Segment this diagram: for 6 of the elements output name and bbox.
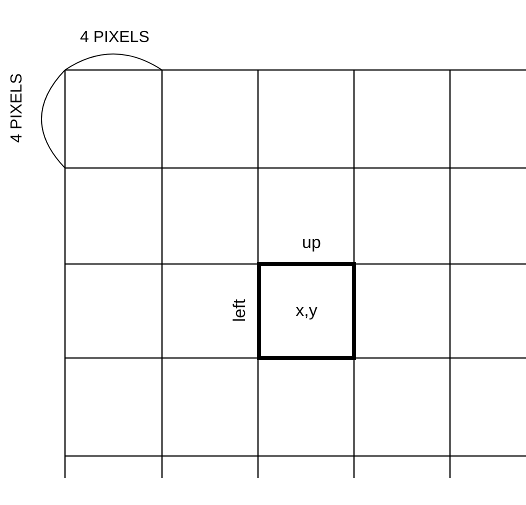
dimension-label: 4 PIXELS [80, 30, 150, 46]
cell-label: x,y [296, 300, 318, 322]
direction-label: left [230, 299, 248, 322]
selected-cell [257, 262, 356, 360]
direction-label: up [302, 234, 321, 251]
dimension-label: 4 PIXELS [10, 73, 26, 143]
